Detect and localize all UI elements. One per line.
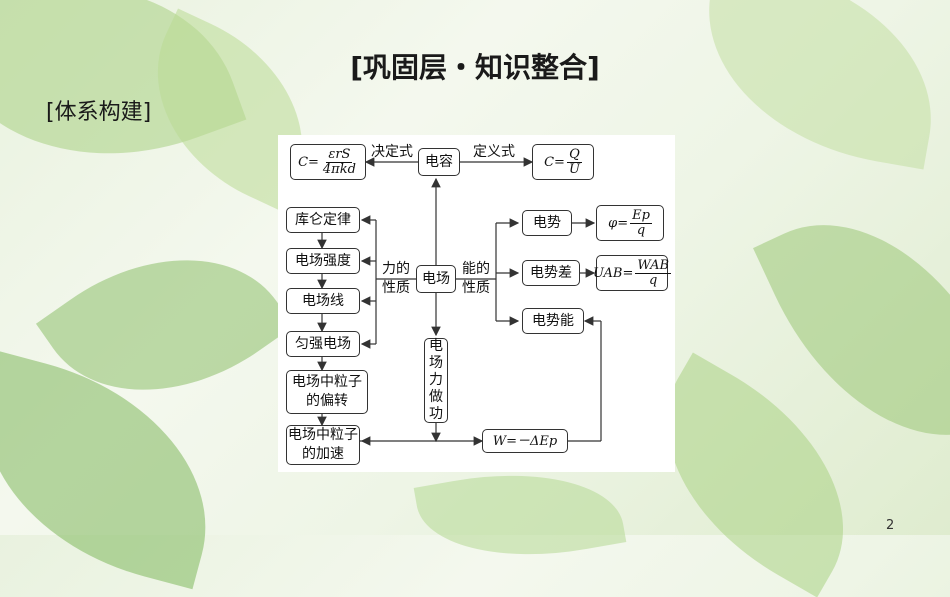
decision-label: 决定式 [371, 144, 413, 160]
force-property-label: 力的性质 [382, 261, 410, 296]
work-box: 电场力做功 [424, 338, 448, 423]
right-item-potential: 电势 [522, 210, 572, 236]
right-item-potential-difference: 电势差 [522, 260, 580, 286]
left-item-uniform-field: 匀强电场 [286, 331, 360, 357]
right-item-potential-energy: 电势能 [522, 308, 584, 334]
connector-lines [317, 157, 602, 446]
formula-work: W=－ΔEp [482, 429, 568, 453]
page-number: 2 [886, 518, 895, 533]
page-title: [巩固层・知识整合] [350, 51, 600, 84]
left-item-acceleration: 电场中粒子的加速 [286, 425, 360, 465]
field-box: 电场 [416, 265, 456, 293]
left-item-field-lines: 电场线 [286, 288, 360, 314]
left-item-field-strength: 电场强度 [286, 248, 360, 274]
left-item-deflection: 电场中粒子的偏转 [286, 370, 368, 414]
section-heading: [体系构建] [46, 100, 152, 125]
energy-property-label: 能的性质 [462, 261, 490, 296]
capacitance-box: 电容 [418, 148, 460, 176]
left-item-coulomb: 库仑定律 [286, 207, 360, 233]
definition-label: 定义式 [473, 144, 515, 160]
